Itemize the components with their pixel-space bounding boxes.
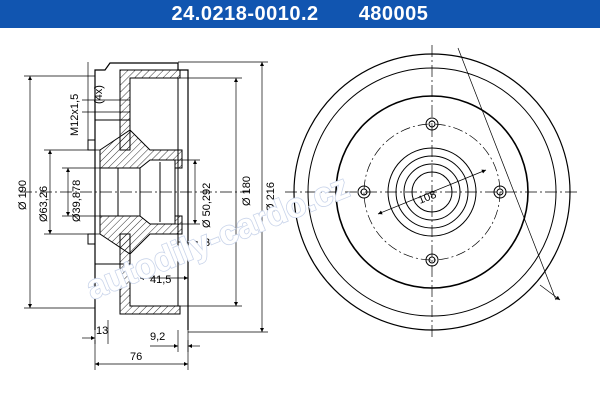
- dim-thread: M12x1,5: [69, 94, 81, 136]
- dim-max-diameter: Ø 216: [265, 182, 277, 212]
- dim-step: 3: [204, 237, 210, 249]
- dim-thread-count: (4x): [93, 85, 105, 104]
- dim-drum-diameter: Ø 180: [241, 176, 253, 206]
- dim-depth: 41,5: [150, 274, 171, 286]
- dim-bore-diameter: Ø39,878: [71, 180, 83, 222]
- part-number: 24.0218-0010.2: [171, 2, 319, 25]
- technical-drawing: Ø 190 Ø63,26 Ø39,878 M12x1,5 (4x) Ø 50,2…: [17, 45, 580, 370]
- dim-hub-diameter: Ø63,26: [38, 186, 50, 222]
- dim-bolt-circle: 108: [417, 189, 439, 207]
- reference-number: 480005: [358, 2, 429, 25]
- dim-outer-diameter: Ø 190: [17, 180, 29, 210]
- dim-flange: 13: [96, 325, 108, 337]
- front-view: [285, 45, 580, 340]
- dim-lip: 9,2: [150, 331, 165, 343]
- dim-overall-width: 76: [130, 351, 142, 363]
- dimension-lines: [24, 61, 268, 370]
- title-banner: 24.0218-0010.2 480005: [0, 0, 600, 28]
- dim-inner-diameter: Ø 50,292: [201, 183, 213, 228]
